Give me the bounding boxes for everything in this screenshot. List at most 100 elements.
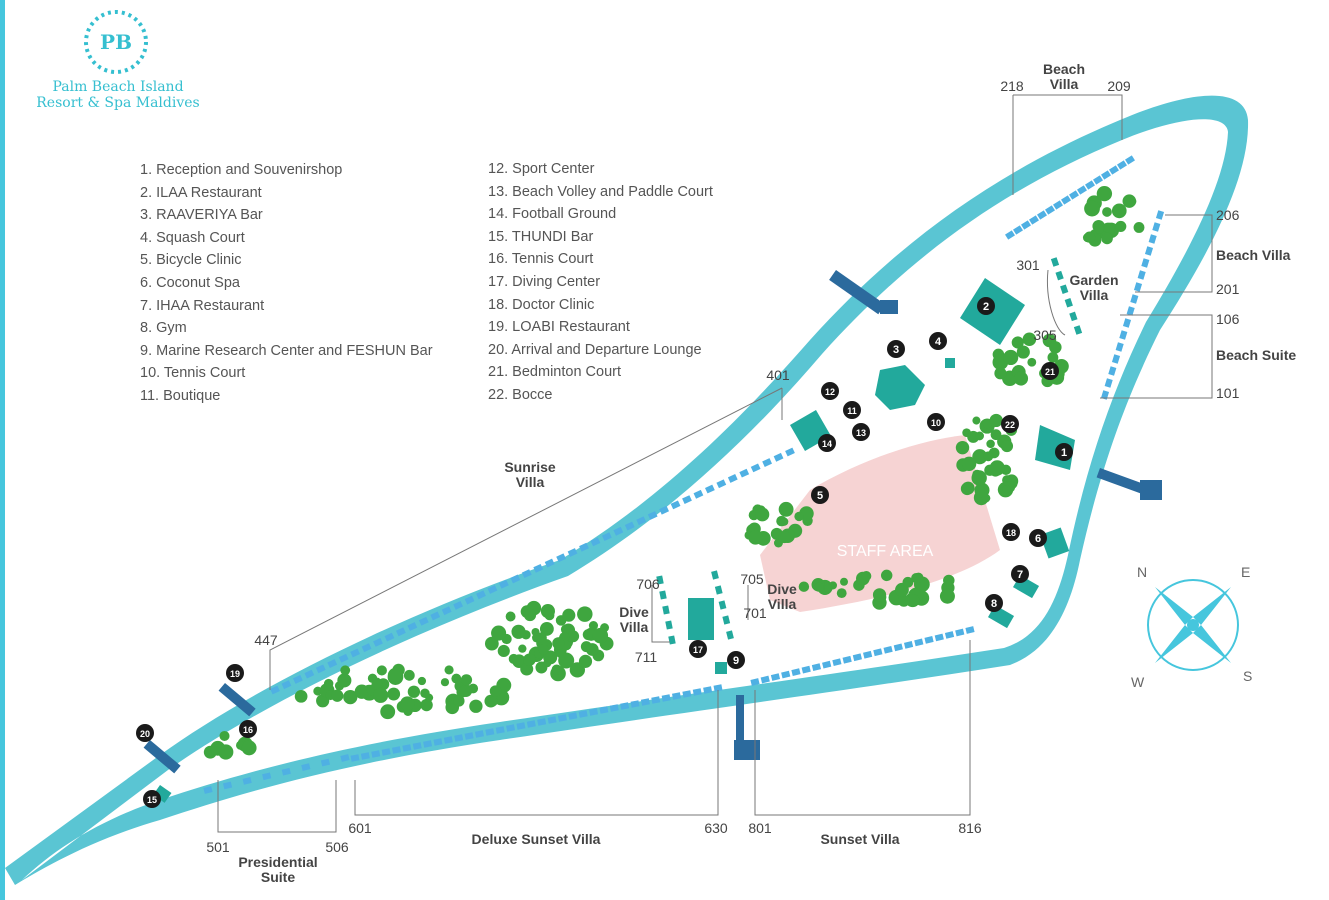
villa-unit [391,746,401,754]
tree [798,581,810,592]
villa-unit [361,643,372,653]
tree [540,604,555,619]
tree [453,695,465,707]
tree [331,689,344,702]
tree [420,698,433,712]
villa-unit [1141,258,1150,268]
legend-item: 4. Squash Court [140,229,245,246]
villa-unit [661,694,671,702]
tree [975,431,985,441]
villa-unit [350,648,361,658]
legend-item: 1. Reception and Souvenirshop [140,162,343,178]
villa-unit [544,558,555,568]
villa-unit [609,704,619,712]
svg-text:3: 3 [893,344,899,356]
tree [1011,336,1024,349]
villa-unit [441,606,452,616]
tree [489,685,502,697]
villa-unit [620,702,630,710]
tree [459,684,473,698]
villa-unit [914,638,924,647]
compass-e: E [1241,564,1250,580]
marker-15: 15 [143,790,161,808]
villa-unit [1064,298,1073,308]
logo-name: Palm Beach Island Resort & Spa Maldives [18,79,218,111]
tree [1083,231,1096,243]
svg-text:206: 206 [1216,207,1240,223]
tree [836,588,847,599]
villa-unit [726,630,734,640]
marker-6: 6 [1029,529,1047,547]
villa-unit [1093,175,1103,185]
tree [1013,371,1029,386]
svg-text:8: 8 [991,598,997,610]
tree [491,625,507,641]
tree [972,449,988,465]
tree [1027,357,1037,367]
tree [469,699,483,713]
villa-unit [1133,282,1143,292]
villa-unit [718,600,727,610]
villa-unit [1085,180,1095,190]
villa-unit [659,505,670,515]
villa-unit [1029,215,1039,225]
villa-unit [578,710,588,718]
compass-w: W [1131,674,1145,690]
villa-unit [873,648,883,657]
marker-9: 9 [727,651,745,669]
tree [1101,232,1113,245]
tree [417,676,427,686]
villa-unit [727,474,738,483]
villa-unit [651,696,661,704]
compass-n: N [1137,564,1147,580]
legend-column-1: 1. Reception and Souvenirshop 2. ILAA Re… [140,159,433,408]
marker-18: 18 [1002,523,1020,541]
svg-text:106: 106 [1216,311,1240,327]
tree [460,674,473,686]
marker-17: 17 [689,640,707,658]
svg-text:18: 18 [1006,528,1016,538]
svg-text:Villa: Villa [768,596,797,612]
tree [376,665,387,676]
svg-text:201: 201 [1216,281,1240,297]
tree [961,456,977,471]
villa-unit [1148,234,1157,244]
tree [778,531,791,544]
villa-unit [1104,378,1113,388]
villa-unit [630,700,640,708]
tree [955,440,970,455]
tree [592,627,609,644]
villa-unit [934,633,944,642]
villa-unit [487,585,498,594]
svg-text:6: 6 [1035,533,1041,545]
villa-unit [281,767,291,776]
svg-text:22: 22 [1005,420,1015,430]
tree [1002,485,1011,494]
villa-unit [640,698,650,706]
marker-10: 10 [927,413,945,431]
villa-unit [395,627,406,637]
tree [840,577,849,586]
villa-unit [556,553,567,563]
villa-unit [1119,330,1128,340]
legend-item: 12. Sport Center [488,161,595,177]
villa-unit [526,720,536,728]
legend-item: 3. RAAVERIYA Bar [140,207,263,224]
legend-item: 7. IHAA Restaurant [140,297,265,314]
tree [1094,224,1105,234]
villa-unit [360,752,370,760]
tree [974,482,990,498]
svg-text:Dive: Dive [619,604,649,620]
villa-unit [1069,190,1079,200]
svg-text:301: 301 [1016,257,1040,273]
marker-16: 16 [239,720,257,738]
villa-unit [476,590,486,600]
legend-item: 13. Beach Volley and Paddle Court [488,183,713,200]
tree [403,669,415,681]
marker-19: 19 [226,664,244,682]
villa-unit [557,714,567,722]
villa-unit [801,665,811,674]
villa-unit [262,772,272,781]
tree [487,696,498,707]
villa-unit [770,673,781,681]
